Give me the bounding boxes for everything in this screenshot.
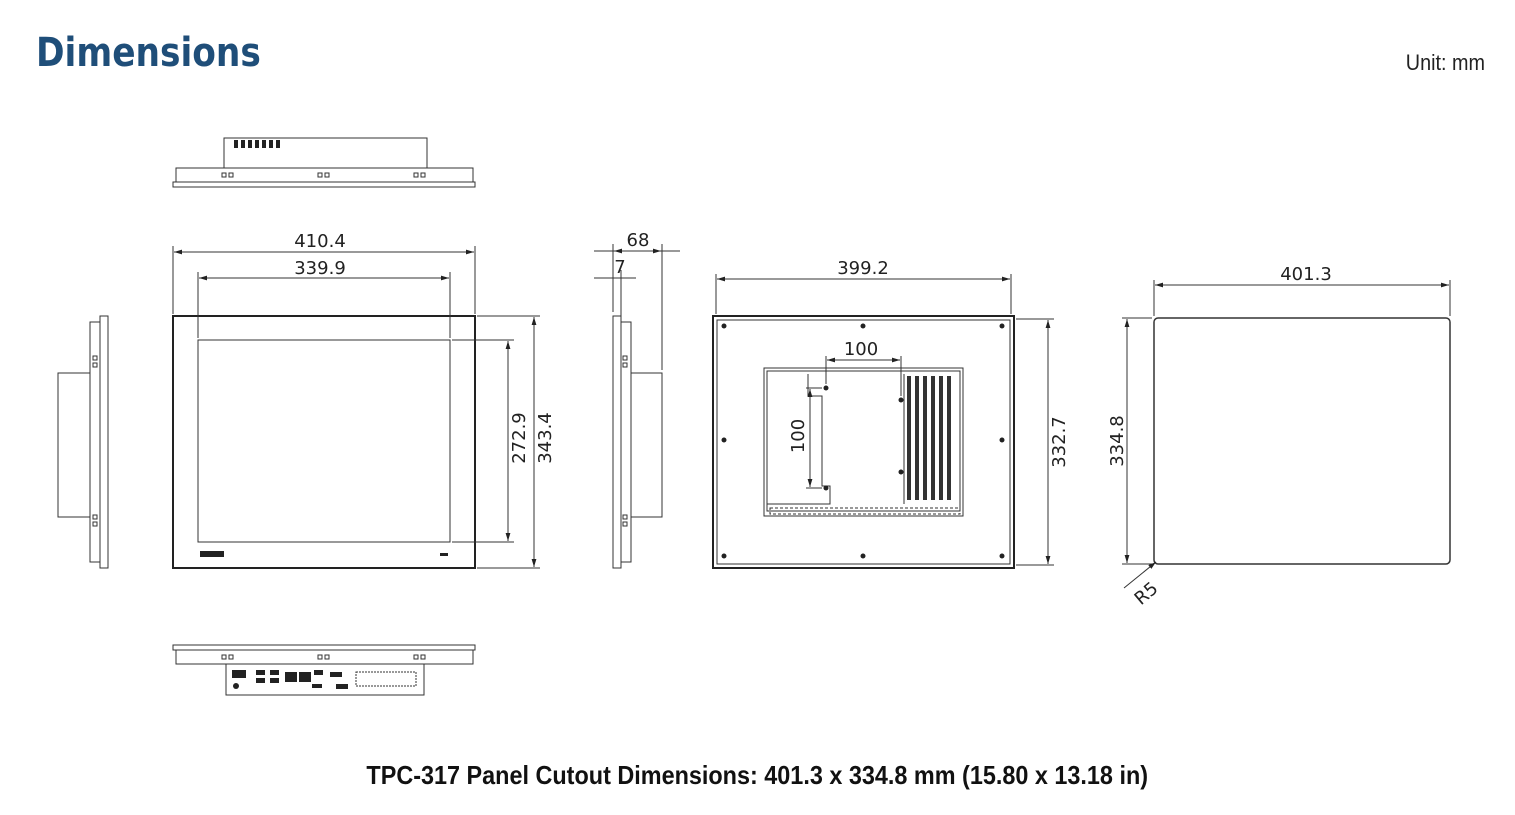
top-view — [172, 137, 476, 188]
left-side-view — [57, 315, 109, 569]
dim-front-width-inner: 339.9 — [294, 258, 346, 279]
dim-side-bezel: 7 — [614, 257, 625, 278]
dim-rear-width: 399.2 — [837, 258, 889, 279]
dim-front-width-outer: 410.4 — [294, 231, 346, 252]
right-side-view: 68 7 — [594, 230, 680, 569]
dim-rear-height: 332.7 — [1049, 416, 1070, 468]
dim-front-height-inner: 272.9 — [509, 412, 530, 464]
rear-view: 100 100 399.2 332.7 — [712, 258, 1070, 569]
cutout-view: 401.3 334.8 R5 — [1107, 264, 1451, 610]
bottom-view — [172, 644, 476, 696]
cutout-caption-text: TPC-317 Panel Cutout Dimensions: 401.3 x… — [366, 760, 1149, 790]
dim-cutout-height: 334.8 — [1107, 415, 1128, 467]
dim-vesa-vertical: 100 — [788, 419, 809, 453]
unit-label: Unit: mm — [1405, 50, 1485, 75]
cutout-caption: TPC-317 Panel Cutout Dimensions: 401.3 x… — [0, 760, 1515, 791]
dim-front-height-outer: 343.4 — [535, 412, 556, 464]
page-title: Dimensions — [36, 30, 261, 76]
dim-cutout-width: 401.3 — [1280, 264, 1332, 285]
dim-corner-radius: R5 — [1131, 578, 1163, 609]
dim-vesa-horizontal: 100 — [844, 339, 878, 360]
dim-side-depth: 68 — [627, 230, 650, 251]
front-view: 410.4 339.9 272.9 343.4 — [172, 231, 556, 569]
